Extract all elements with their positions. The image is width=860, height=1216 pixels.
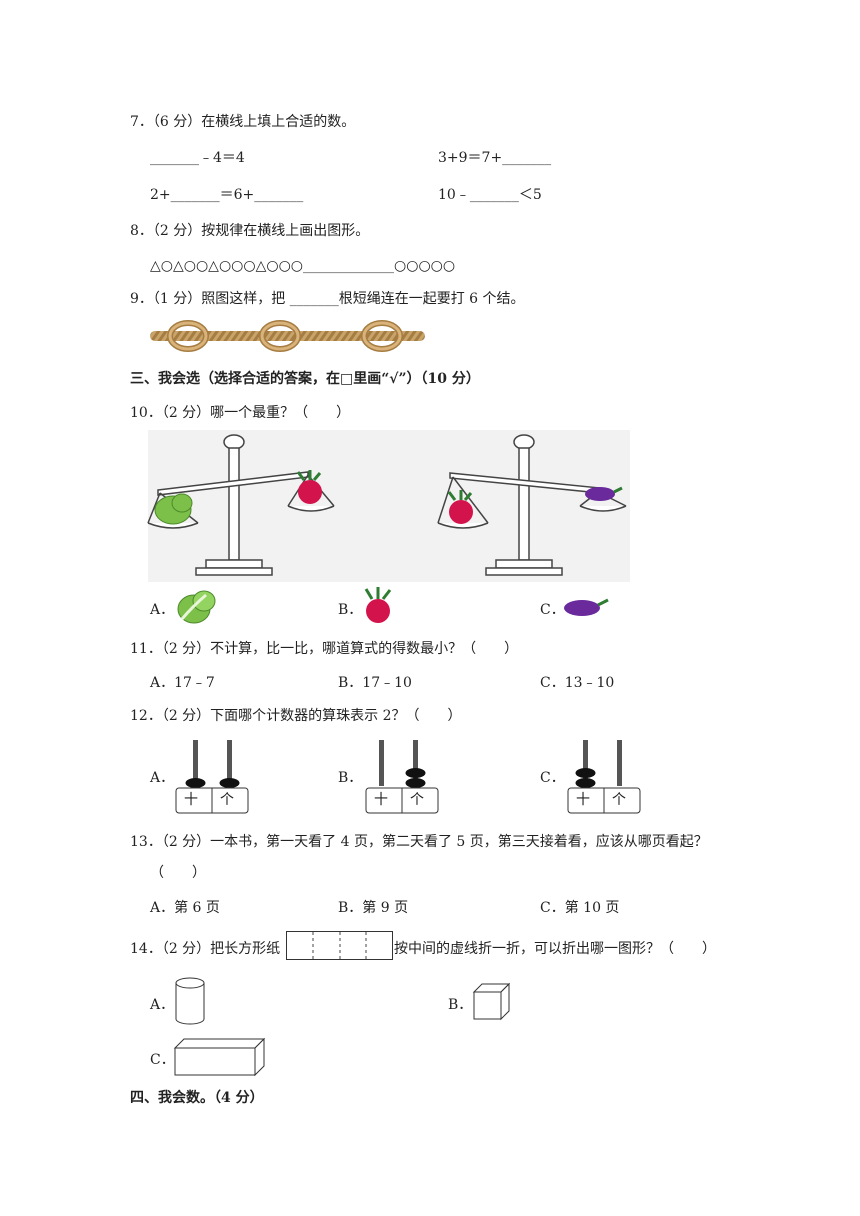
q12-title: 12．（2 分）下面哪个计数器的算珠表示 2？（ ） bbox=[130, 708, 462, 724]
q13-answer-paren: （ ） bbox=[150, 865, 206, 881]
q10-title: 10．（2 分）哪一个最重？（ ） bbox=[130, 405, 351, 421]
section-3-heading: 三、我会选（选择合适的答案，在□里画“√”）（10 分） bbox=[130, 371, 480, 387]
q10-option-a[interactable]: A． bbox=[150, 602, 175, 618]
q8-shape-sequence: △○△○○△○○○△○○○_____________○○○○○ bbox=[150, 258, 456, 274]
abacus-b-image bbox=[365, 740, 439, 814]
abacus-c-tens-label: 十 bbox=[576, 792, 590, 808]
q14-title-end: 按中间的虚线折一折，可以折出哪一图形？（ ） bbox=[394, 941, 716, 957]
q13-option-b[interactable]: B．第 9 页 bbox=[338, 900, 409, 916]
q14-option-c[interactable]: C． bbox=[150, 1052, 175, 1068]
radish-icon bbox=[364, 587, 392, 623]
q12-option-a[interactable]: A． bbox=[150, 770, 175, 786]
cabbage-icon bbox=[177, 590, 216, 624]
abacus-a-tens-label: 十 bbox=[184, 792, 198, 808]
paper-strip-image bbox=[286, 931, 393, 960]
abacus-a-ones-label: 个 bbox=[220, 792, 234, 808]
q14-option-b[interactable]: B． bbox=[448, 997, 473, 1013]
abacus-c-image bbox=[567, 740, 641, 814]
cylinder-icon bbox=[175, 977, 205, 1025]
q9-title: 9．（1 分）照图这样，把 _______根短绳连在一起要打 6 个结。 bbox=[130, 291, 525, 307]
q11-option-b[interactable]: B．17﹣10 bbox=[338, 675, 412, 691]
q13-option-a[interactable]: A．第 6 页 bbox=[150, 900, 220, 916]
rope-knots-image bbox=[150, 320, 425, 352]
q10-option-c[interactable]: C． bbox=[540, 602, 565, 618]
q11-title: 11．（2 分）不计算，比一比，哪道算式的得数最小？（ ） bbox=[130, 641, 519, 657]
q13-title: 13．（2 分）一本书，第一天看了 4 页，第二天看了 5 页，第三天接着看，应… bbox=[130, 834, 708, 850]
q14-title-start: 14．（2 分）把长方形纸 bbox=[130, 941, 281, 957]
eggplant-icon bbox=[564, 598, 609, 616]
abacus-b-ones-label: 个 bbox=[410, 792, 424, 808]
balance-scales-image bbox=[147, 430, 630, 582]
q12-option-c[interactable]: C． bbox=[540, 770, 565, 786]
cube-icon bbox=[472, 982, 511, 1021]
q7-title: 7．（6 分）在横线上填上合适的数。 bbox=[130, 114, 356, 130]
q12-option-b[interactable]: B． bbox=[338, 770, 363, 786]
q11-option-a[interactable]: A．17﹣7 bbox=[150, 675, 215, 691]
abacus-c-ones-label: 个 bbox=[612, 792, 626, 808]
q10-option-b[interactable]: B． bbox=[338, 602, 363, 618]
q7-blank-d: 10﹣_______＜5 bbox=[438, 187, 542, 203]
q7-blank-b: 3+9＝7+_______ bbox=[438, 150, 552, 166]
abacus-a-image bbox=[175, 740, 249, 814]
q13-option-c[interactable]: C．第 10 页 bbox=[540, 900, 620, 916]
q8-title: 8．（2 分）按规律在横线上画出图形。 bbox=[130, 223, 370, 239]
q7-blank-c: 2+_______＝6+_______ bbox=[150, 187, 304, 203]
q7-blank-a: _______﹣4＝4 bbox=[150, 150, 245, 166]
q14-option-a[interactable]: A． bbox=[150, 997, 175, 1013]
cuboid-icon bbox=[173, 1037, 266, 1077]
abacus-b-tens-label: 十 bbox=[374, 792, 388, 808]
section-4-heading: 四、我会数。（4 分） bbox=[130, 1090, 264, 1106]
q11-option-c[interactable]: C．13﹣10 bbox=[540, 675, 615, 691]
